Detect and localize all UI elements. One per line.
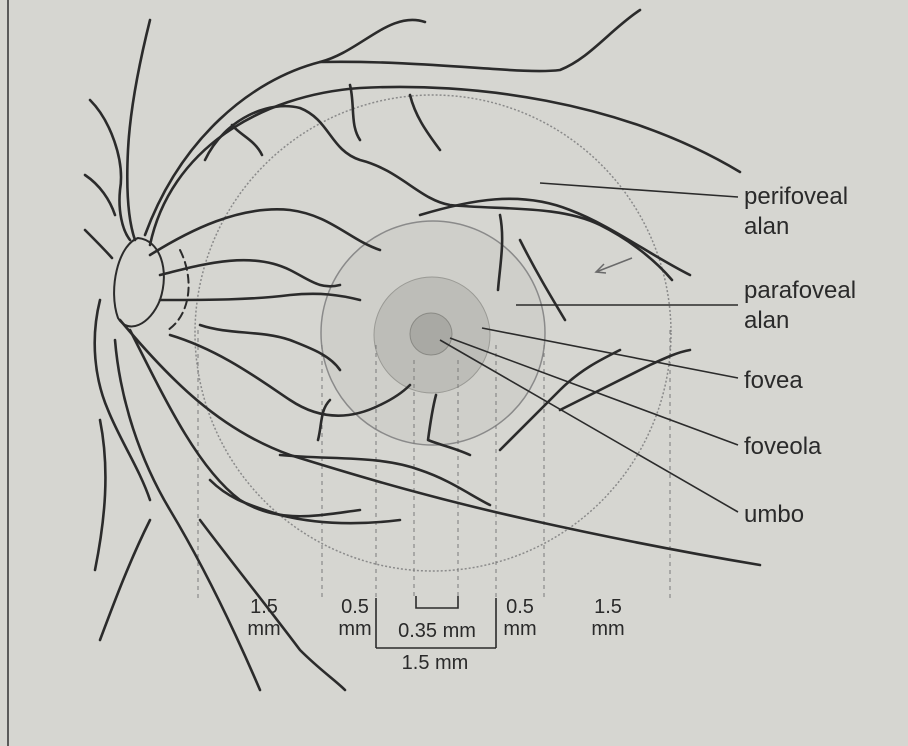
- scale-center: 0.35 mm: [382, 620, 492, 642]
- scale-right-inner-unit: mm: [498, 618, 542, 640]
- scale-left-inner-value: 0.5: [333, 596, 377, 618]
- parafoveal-label: parafoveal alan: [744, 276, 856, 336]
- center-bracket: [416, 596, 458, 608]
- scale-left-outer: 1.5 mm: [242, 596, 286, 640]
- umbo-label: umbo: [744, 500, 804, 530]
- pointer-arrow: [596, 258, 632, 273]
- scale-right-inner-value: 0.5: [498, 596, 542, 618]
- foveola-zone: [410, 313, 452, 355]
- scale-left-outer-unit: mm: [242, 618, 286, 640]
- scale-left-inner: 0.5 mm: [333, 596, 377, 640]
- scale-right-outer-unit: mm: [586, 618, 630, 640]
- scale-right-outer-value: 1.5: [586, 596, 630, 618]
- perifoveal-leader: [540, 183, 738, 197]
- scale-left-outer-value: 1.5: [242, 596, 286, 618]
- scale-right-inner: 0.5 mm: [498, 596, 542, 640]
- scale-bottom: 1.5 mm: [390, 652, 480, 674]
- scale-right-outer: 1.5 mm: [586, 596, 630, 640]
- perifoveal-label: perifoveal alan: [744, 182, 848, 242]
- foveola-label: foveola: [744, 432, 821, 462]
- scale-left-inner-unit: mm: [333, 618, 377, 640]
- fovea-label: fovea: [744, 366, 803, 396]
